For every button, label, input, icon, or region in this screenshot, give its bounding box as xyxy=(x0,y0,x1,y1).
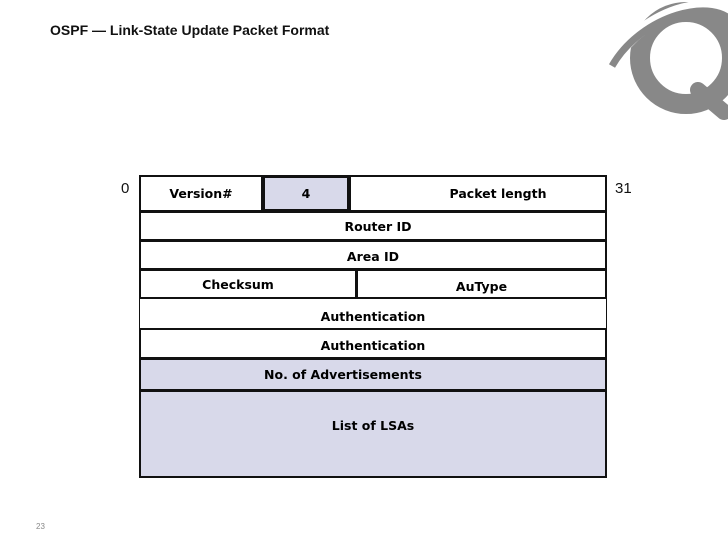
bit-label-start: 0 xyxy=(121,180,130,197)
field-type: 4 xyxy=(262,175,350,212)
field-lsa-list-label: List of LSAs xyxy=(331,418,415,433)
bit-label-end: 31 xyxy=(615,180,632,197)
field-authentication-2: Authentication xyxy=(139,328,607,359)
field-authentication-2-label: Authentication xyxy=(320,338,426,353)
field-version-label: Version# xyxy=(169,186,233,201)
field-router-id-label: Router ID xyxy=(344,218,412,234)
page-number: 23 xyxy=(36,522,45,531)
field-area-id: Area ID xyxy=(139,240,607,270)
field-packet-length-label: Packet length xyxy=(449,186,547,201)
field-authentication-1: Authentication xyxy=(139,298,607,329)
field-version: Version# xyxy=(139,175,263,212)
field-area-id-label: Area ID xyxy=(346,249,400,264)
field-checksum-label: Checksum xyxy=(202,277,274,292)
field-autype-label: AuType xyxy=(455,279,508,294)
field-router-id: Router ID xyxy=(139,211,607,241)
field-num-advertisements: No. of Advertisements xyxy=(139,358,607,391)
field-lsa-list: List of LSAs xyxy=(139,390,607,478)
slide-title: OSPF — Link-State Update Packet Format xyxy=(50,22,330,38)
field-checksum: Checksum xyxy=(139,269,357,299)
field-num-advertisements-label: No. of Advertisements xyxy=(264,367,422,382)
field-packet-length: Packet length xyxy=(349,175,607,212)
field-authentication-1-label: Authentication xyxy=(320,309,426,324)
globe-swirl-icon xyxy=(602,0,728,120)
field-autype: AuType xyxy=(356,269,607,299)
field-type-label: 4 xyxy=(301,186,311,201)
